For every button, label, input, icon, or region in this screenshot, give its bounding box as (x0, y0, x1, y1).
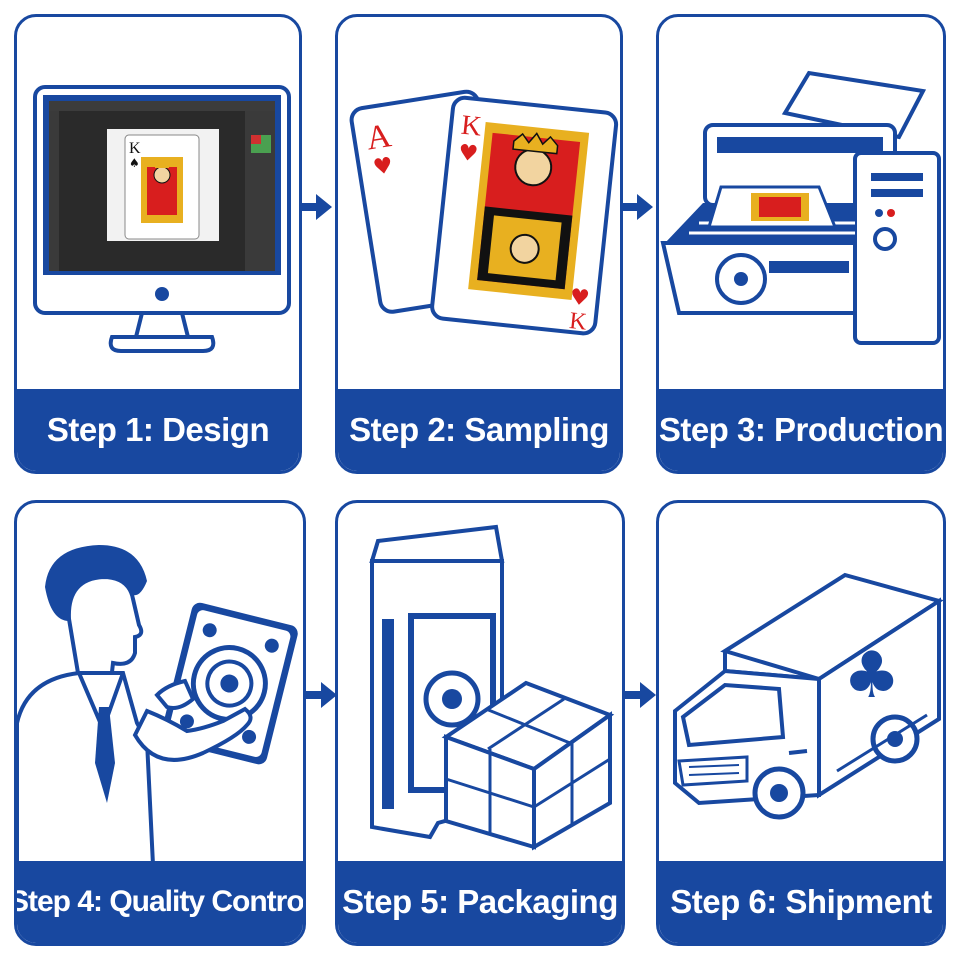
step-card-quality-control: Step 4: Quality Control (14, 500, 306, 946)
printing-press-icon (659, 17, 943, 387)
step-card-design: K ♠ Step 1: Design (14, 14, 302, 474)
delivery-truck-icon: ♣ (659, 503, 943, 865)
club-emblem-icon: ♣ (843, 639, 900, 713)
king-rank: K (460, 110, 483, 143)
inspector-icon (17, 503, 303, 865)
step-label: Step 4: Quality Control (17, 861, 303, 943)
step-label: Step 6: Shipment (659, 861, 943, 943)
step-label: Step 5: Packaging (338, 861, 622, 943)
step-card-production: Step 3: Production (656, 14, 946, 474)
king-rank-corner: K (568, 308, 589, 336)
card-suit: ♠ (129, 156, 140, 170)
step-label: Step 1: Design (17, 389, 299, 471)
king-suit: ♥ (457, 140, 479, 167)
arrow-right-icon (622, 680, 658, 710)
arrow-right-icon (619, 192, 655, 222)
step-label: Step 2: Sampling (338, 389, 620, 471)
playing-cards-icon: A ♥ K ♥ ♥ K (338, 17, 620, 387)
card-box-icon: K ♥ (338, 503, 622, 865)
step-card-packaging: K ♥ Step 5: Packaging (335, 500, 625, 946)
step-card-shipment: ♣ Step 6: Shipment (656, 500, 946, 946)
arrow-right-icon (298, 192, 334, 222)
computer-monitor-icon: K ♠ (17, 17, 299, 387)
card-rank: K (129, 140, 141, 157)
arrow-right-icon (303, 680, 339, 710)
ace-suit: ♥ (371, 153, 394, 181)
step-label: Step 3: Production (659, 389, 943, 471)
step-card-sampling: A ♥ K ♥ ♥ K Step 2: Sampling (335, 14, 623, 474)
